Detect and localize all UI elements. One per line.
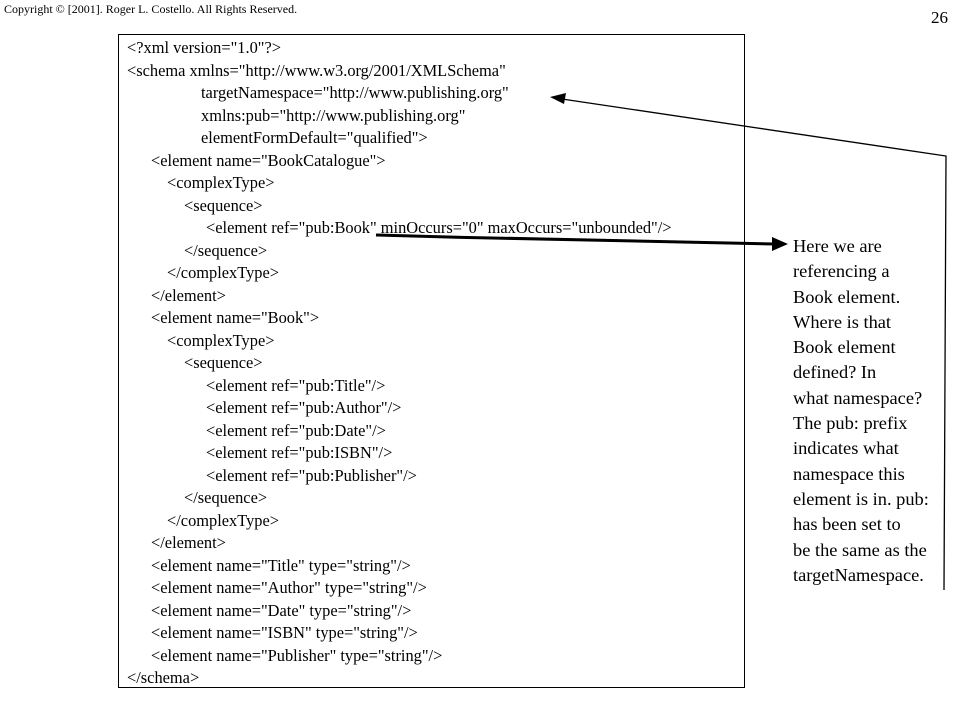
callout-line: Book element [793,337,896,358]
code-line-complextype-open: <complexType> [167,173,275,192]
code-line-title-ref: <element ref="pub:Title"/> [206,376,386,395]
callout-line: element is in. pub: [793,488,929,509]
callout-line: be the same as the [793,539,927,560]
code-line-date-element: <element name="Date" type="string"/> [151,601,412,620]
callout-line: defined? In [793,362,877,383]
callout-note: Here we are referencing a Book element. … [793,234,958,588]
callout-line: Here we are [793,236,882,256]
code-line-schema-open: <schema xmlns="http://www.w3.org/2001/XM… [127,61,506,80]
page-number: 26 [931,8,948,27]
code-line-sequence-close: </sequence> [184,241,268,260]
code-line-target-namespace: targetNamespace="http://www.publishing.o… [201,83,509,102]
code-line-schema-close: </schema> [127,668,200,687]
code-line-xml-decl: <?xml version="1.0"?> [127,38,281,57]
code-line-isbn-element: <element name="ISBN" type="string"/> [151,623,418,642]
callout-line: indicates what [793,438,899,459]
code-line-sequence-close: </sequence> [184,488,268,507]
book-ref-arrow [375,233,788,251]
callout-line: The pub: prefix [793,413,908,434]
code-line-book-ref: <element ref="pub:Book" minOccurs="0" ma… [206,218,672,237]
code-line-author-element: <element name="Author" type="string"/> [151,578,427,597]
code-line-publisher-ref: <element ref="pub:Publisher"/> [206,466,417,485]
code-line-complextype-close: </complexType> [167,511,280,530]
code-line-bookcatalogue-open: <element name="BookCatalogue"> [151,151,386,170]
code-line-element-form-default: elementFormDefault="qualified"> [201,128,428,147]
code-line-complextype-open: <complexType> [167,331,275,350]
code-line-date-ref: <element ref="pub:Date"/> [206,421,386,440]
callout-line: what namespace? [793,387,923,408]
code-line-isbn-ref: <element ref="pub:ISBN"/> [206,443,393,462]
code-line-sequence-open: <sequence> [184,196,263,215]
copyright-notice: Copyright © [2001]. Roger L. Costello. A… [4,2,298,16]
code-line-element-close: </element> [151,533,226,552]
callout-line: namespace this [793,463,905,484]
code-line-title-element: <element name="Title" type="string"/> [151,556,411,575]
code-line-complextype-close: </complexType> [167,263,280,282]
code-line-xmlns-pub: xmlns:pub="http://www.publishing.org" [201,106,466,125]
code-line-sequence-open: <sequence> [184,353,263,372]
schema-code-box: <?xml version="1.0"?> <schema xmlns="htt… [118,34,745,688]
callout-line: referencing a [793,261,890,282]
callout-line: Where is that [793,311,892,332]
code-line-publisher-element: <element name="Publisher" type="string"/… [151,646,443,665]
callout-line: targetNamespace. [793,564,924,585]
target-namespace-arrow [550,93,947,591]
code-line-book-open: <element name="Book"> [151,308,320,327]
callout-line: Book element. [793,286,901,307]
code-line-element-close: </element> [151,286,226,305]
code-line-author-ref: <element ref="pub:Author"/> [206,398,402,417]
callout-line: has been set to [793,514,901,535]
